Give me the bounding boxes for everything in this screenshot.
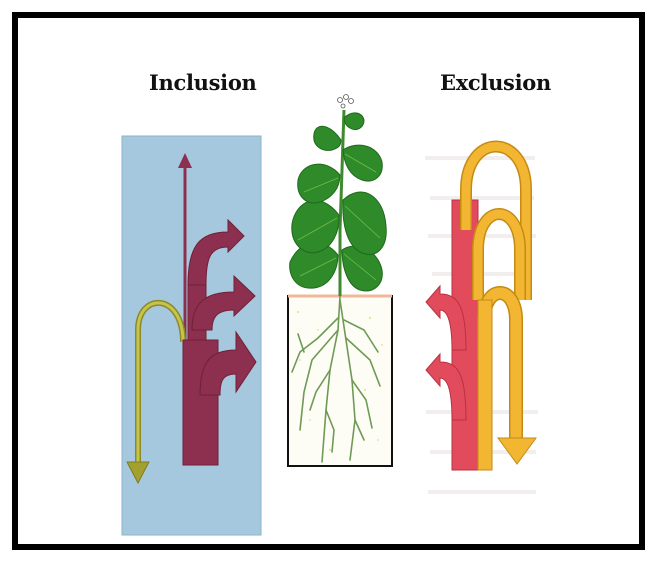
plant-leaves xyxy=(290,113,387,291)
soil-container xyxy=(288,296,392,466)
exclusion-yellow-shaft xyxy=(478,300,492,470)
plant-flowers xyxy=(338,95,354,109)
